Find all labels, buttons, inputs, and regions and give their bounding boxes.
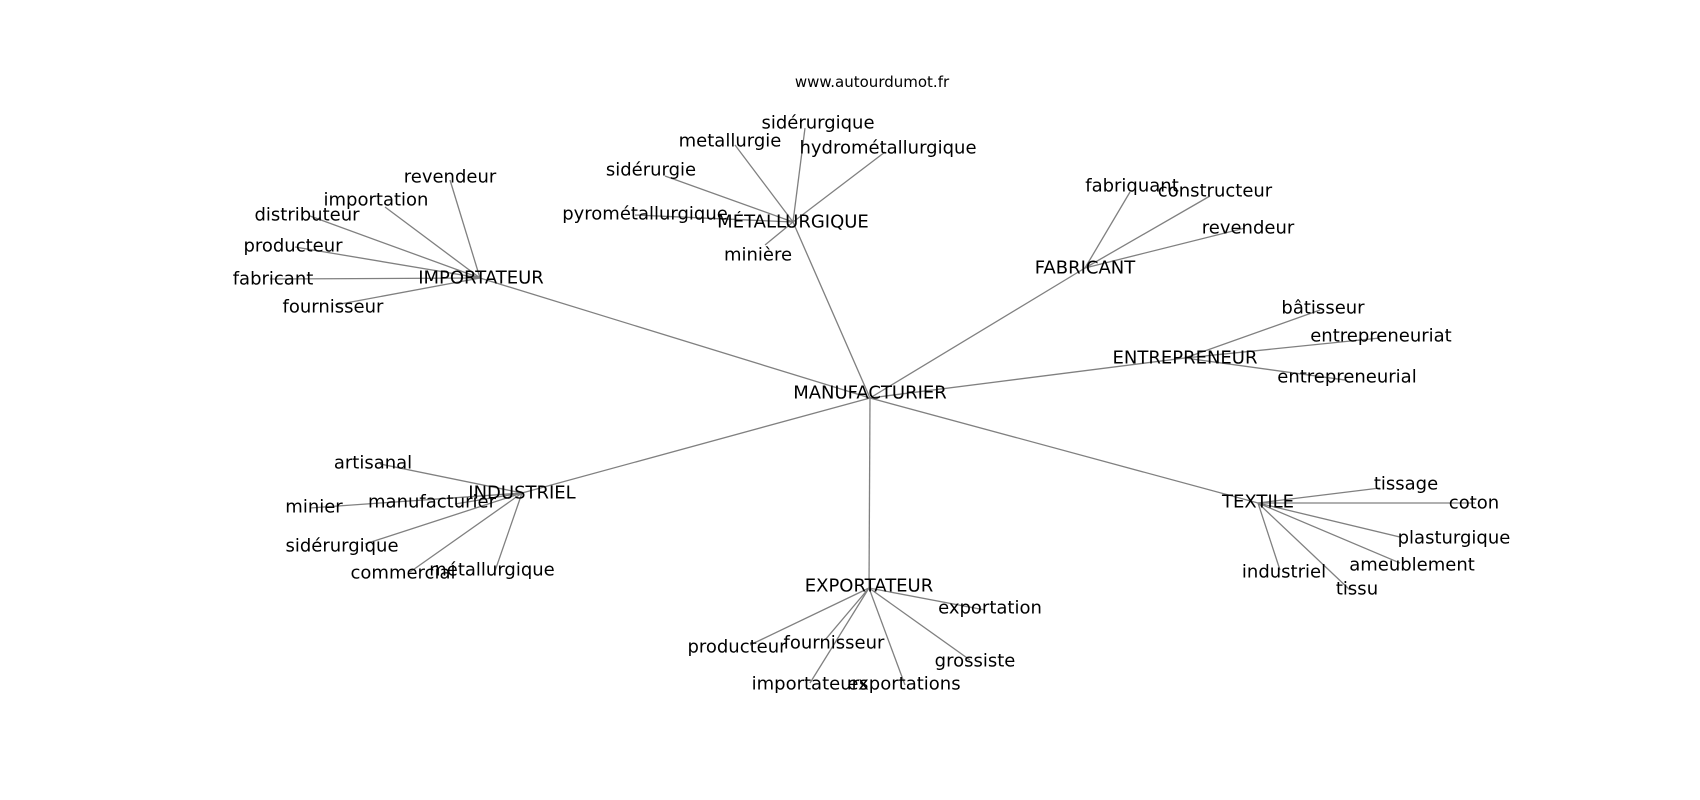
edge-importateur-importation	[384, 206, 481, 279]
edge-industriel-artisanal	[379, 463, 523, 494]
edge-exportateur-exportations	[868, 587, 906, 686]
node-exportateur-exportations: exportations	[847, 674, 960, 695]
node-entrepreneur-entrepreneurial: entrepreneurial	[1277, 367, 1416, 388]
node-metallurgique-siderurgie: sidérurgie	[606, 160, 696, 181]
node-industriel-metallurgique: métallurgique	[429, 560, 555, 581]
edge-manufacturier-exportateur	[868, 397, 871, 589]
node-importateur-revendeur: revendeur	[404, 167, 497, 188]
edge-fabricant-revendeur	[1084, 227, 1246, 269]
edge-textile-ameublement	[1257, 502, 1401, 564]
node-fabricant-fabriquant: fabriquant	[1085, 176, 1179, 197]
node-importateur-fabricant: fabricant	[233, 269, 314, 290]
edge-manufacturier-metallurgique	[792, 221, 871, 399]
node-textile-coton: coton	[1449, 493, 1499, 514]
edge-exportateur-producteur	[749, 587, 870, 646]
edge-importateur-revendeur	[449, 179, 481, 279]
edge-importateur-producteur	[294, 246, 481, 279]
node-importateur: IMPORTATEUR	[418, 268, 544, 289]
edge-industriel-commercial	[409, 492, 523, 573]
edge-metallurgique-siderurgique	[792, 127, 806, 223]
node-metallurgique: MÉTALLURGIQUE	[717, 211, 869, 233]
edge-manufacturier-entrepreneur	[869, 357, 1186, 399]
node-textile: TEXTILE	[1221, 492, 1294, 513]
node-importateur-importation: importation	[324, 190, 429, 211]
node-metallurgique-hydrometallurgique: hydrométallurgique	[799, 138, 976, 159]
edge-exportateur-grossiste	[868, 587, 971, 661]
node-industriel-artisanal: artisanal	[334, 453, 412, 474]
node-industriel: INDUSTRIEL	[468, 483, 575, 504]
node-metallurgique-siderurgique: sidérurgique	[761, 113, 874, 134]
graph-labels: MANUFACTURIERMÉTALLURGIQUEsidérurgiqueme…	[233, 113, 1511, 695]
edge-exportateur-fournisseur	[824, 587, 870, 641]
node-textile-ameublement: ameublement	[1349, 555, 1475, 576]
node-industriel-siderurgique: sidérurgique	[285, 536, 398, 557]
node-metallurgique-miniere: minière	[724, 245, 792, 266]
edge-entrepreneur-entrepreneuriat	[1184, 337, 1381, 359]
node-importateur-fournisseur: fournisseur	[283, 297, 384, 318]
edge-importateur-fabricant	[269, 277, 481, 280]
edge-importateur-fournisseur	[334, 277, 481, 306]
node-industriel-commercial: commercial	[351, 563, 456, 584]
node-metallurgique-pyrometallurgique: pyrométallurgique	[562, 204, 728, 225]
edge-manufacturier-fabricant	[869, 267, 1086, 399]
edge-manufacturier-textile	[869, 397, 1259, 504]
node-exportateur: EXPORTATEUR	[805, 576, 934, 597]
edge-entrepreneur-entrepreneurial	[1184, 357, 1346, 381]
edge-textile-tissage	[1257, 487, 1381, 504]
edge-metallurgique-pyrometallurgique	[634, 214, 794, 223]
node-fabricant-constructeur: constructeur	[1158, 181, 1273, 202]
node-exportateur-fournisseur: fournisseur	[784, 633, 885, 654]
node-importateur-distributeur: distributeur	[254, 205, 360, 226]
edge-exportateur-exportation	[868, 587, 986, 611]
edge-importateur-distributeur	[309, 215, 481, 279]
edge-textile-industriel	[1257, 502, 1281, 571]
graph-edges	[269, 127, 1475, 686]
node-importateur-producteur: producteur	[243, 236, 343, 257]
node-entrepreneur: ENTREPRENEUR	[1113, 348, 1258, 369]
node-entrepreneur-entrepreneuriat: entrepreneuriat	[1310, 326, 1452, 347]
edge-metallurgique-metallurgie	[734, 144, 794, 223]
node-exportateur-importateurs: importateurs	[752, 674, 869, 695]
edge-metallurgique-miniere	[764, 221, 794, 246]
edge-fabricant-fabriquant	[1084, 191, 1131, 269]
node-exportateur-grossiste: grossiste	[935, 651, 1016, 672]
edge-metallurgique-siderurgie	[664, 175, 794, 223]
edge-industriel-metallurgique	[494, 492, 523, 572]
edge-industriel-siderurgique	[364, 492, 523, 545]
edge-metallurgique-hydrometallurgique	[792, 151, 886, 223]
edge-fabricant-constructeur	[1084, 195, 1211, 269]
edge-textile-plasturgique	[1257, 502, 1401, 538]
node-textile-tissu: tissu	[1336, 579, 1378, 600]
node-textile-tissage: tissage	[1374, 474, 1438, 495]
node-fabricant: FABRICANT	[1035, 258, 1137, 279]
node-industriel-manufacturier: manufacturier	[368, 492, 497, 513]
node-textile-plasturgique: plasturgique	[1398, 528, 1511, 549]
node-metallurgique-metallurgie: metallurgie	[679, 131, 782, 152]
node-industriel-minier: minier	[285, 497, 343, 518]
node-textile-industriel: industriel	[1242, 562, 1326, 583]
edge-manufacturier-industriel	[521, 397, 871, 494]
node-entrepreneur-batisseur: bâtisseur	[1281, 298, 1365, 319]
node-exportateur-producteur: producteur	[687, 637, 787, 658]
edge-entrepreneur-batisseur	[1184, 309, 1321, 359]
edge-exportateur-importateurs	[809, 587, 870, 684]
source-label: www.autourdumot.fr	[795, 73, 950, 91]
edge-manufacturier-importateur	[479, 277, 871, 399]
edge-textile-tissu	[1257, 502, 1351, 591]
edge-industriel-minier	[309, 492, 523, 509]
node-exportateur-exportation: exportation	[938, 598, 1042, 619]
node-fabricant-revendeur: revendeur	[1202, 218, 1295, 239]
node-manufacturier: MANUFACTURIER	[793, 383, 947, 404]
edge-industriel-manufacturier	[454, 492, 523, 505]
